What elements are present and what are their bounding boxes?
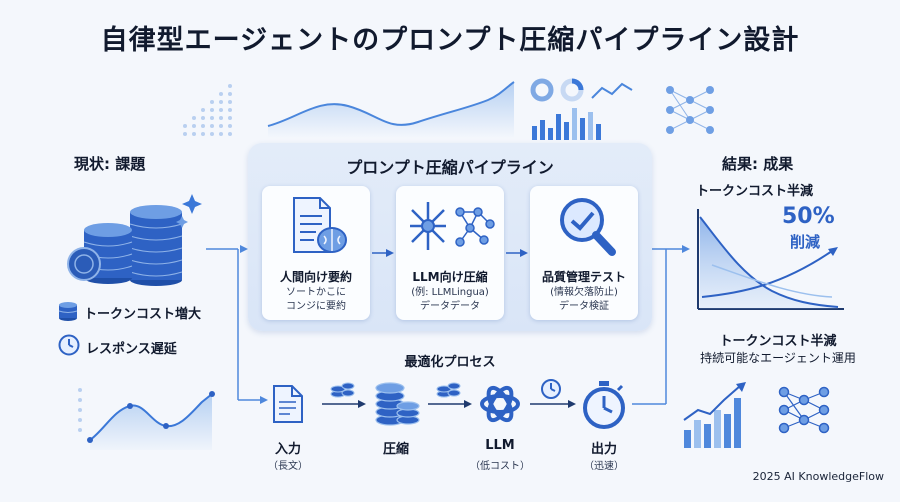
- process-title: 最適化プロセス: [404, 355, 496, 370]
- decor-bottom-left-chart-icon: [78, 388, 215, 450]
- coin-stack-icon: [67, 194, 202, 286]
- step-title: 人間向け要約: [279, 270, 352, 284]
- step-title: LLM向け圧縮: [412, 270, 488, 284]
- step-desc: ソートかこにコンジに要約: [286, 287, 346, 312]
- compress-network-icon: [410, 202, 495, 250]
- issue-token-cost: トークンコスト増大: [84, 307, 202, 322]
- process-step-output: 出力: [590, 442, 617, 457]
- neural-net-icon: [778, 386, 830, 434]
- decor-donut-icons: [530, 78, 633, 140]
- coin-stack-compress-icon: [375, 382, 420, 426]
- input-document-icon: [273, 385, 303, 423]
- process-step-llm-sub: （低コスト）: [470, 461, 530, 472]
- process-step-input: 入力: [274, 442, 301, 457]
- small-coins-icon: [330, 382, 355, 398]
- result-caption-1: トークンコスト半減: [719, 334, 837, 349]
- percent-value: 50%: [782, 204, 835, 229]
- pipeline-step-human-summary: 人間向け要約 ソートかこにコンジに要約: [262, 186, 370, 320]
- process-step-output-sub: （迅速）: [584, 461, 624, 472]
- issue-latency: レスポンス遅延: [86, 342, 177, 357]
- token-coin-icon: [58, 302, 78, 321]
- footer-credit: 2025 AI KnowledgeFlow: [752, 470, 884, 483]
- percent-label: 削減: [790, 233, 821, 251]
- process-step-compress: 圧縮: [382, 442, 409, 457]
- pipeline-step-quality-test: 品質管理テスト (情報欠落防止)データ検証: [530, 186, 638, 320]
- document-brain-icon: [293, 197, 347, 253]
- cost-reduction-chart-icon: [697, 209, 844, 310]
- process-step-input-sub: （長文）: [268, 461, 308, 472]
- step-desc: (例: LLMLingua)データデータ: [411, 287, 489, 312]
- small-coins-icon: [436, 382, 461, 398]
- right-heading: 結果: 成果: [722, 155, 794, 173]
- stopwatch-icon: [583, 381, 625, 429]
- process-step-llm: LLM: [485, 438, 515, 453]
- decor-neural-net-icon: [666, 86, 714, 134]
- decor-dot-grid-icon: [183, 84, 232, 136]
- page-title: 自律型エージェントのプロンプト圧縮パイプライン設計: [100, 25, 800, 56]
- result-caption-2: 持続可能なエージェント運用: [700, 351, 856, 365]
- right-subheading: トークンコスト半減: [696, 184, 814, 199]
- llm-knot-icon: [480, 385, 520, 423]
- pipeline-title: プロンプト圧縮パイプライン: [346, 158, 554, 177]
- small-clock-icon: [541, 379, 561, 399]
- step-desc: (情報欠落防止)データ検証: [550, 287, 618, 312]
- pipeline-step-llm-compression: LLM向け圧縮 (例: LLMLingua)データデータ: [396, 186, 504, 320]
- growth-bar-chart-icon: [683, 382, 746, 448]
- decor-wave-chart-icon: [267, 81, 515, 138]
- magnifier-check-icon: [560, 198, 616, 256]
- clock-icon: [58, 334, 80, 356]
- step-title: 品質管理テスト: [541, 270, 626, 284]
- left-heading: 現状: 課題: [74, 155, 146, 173]
